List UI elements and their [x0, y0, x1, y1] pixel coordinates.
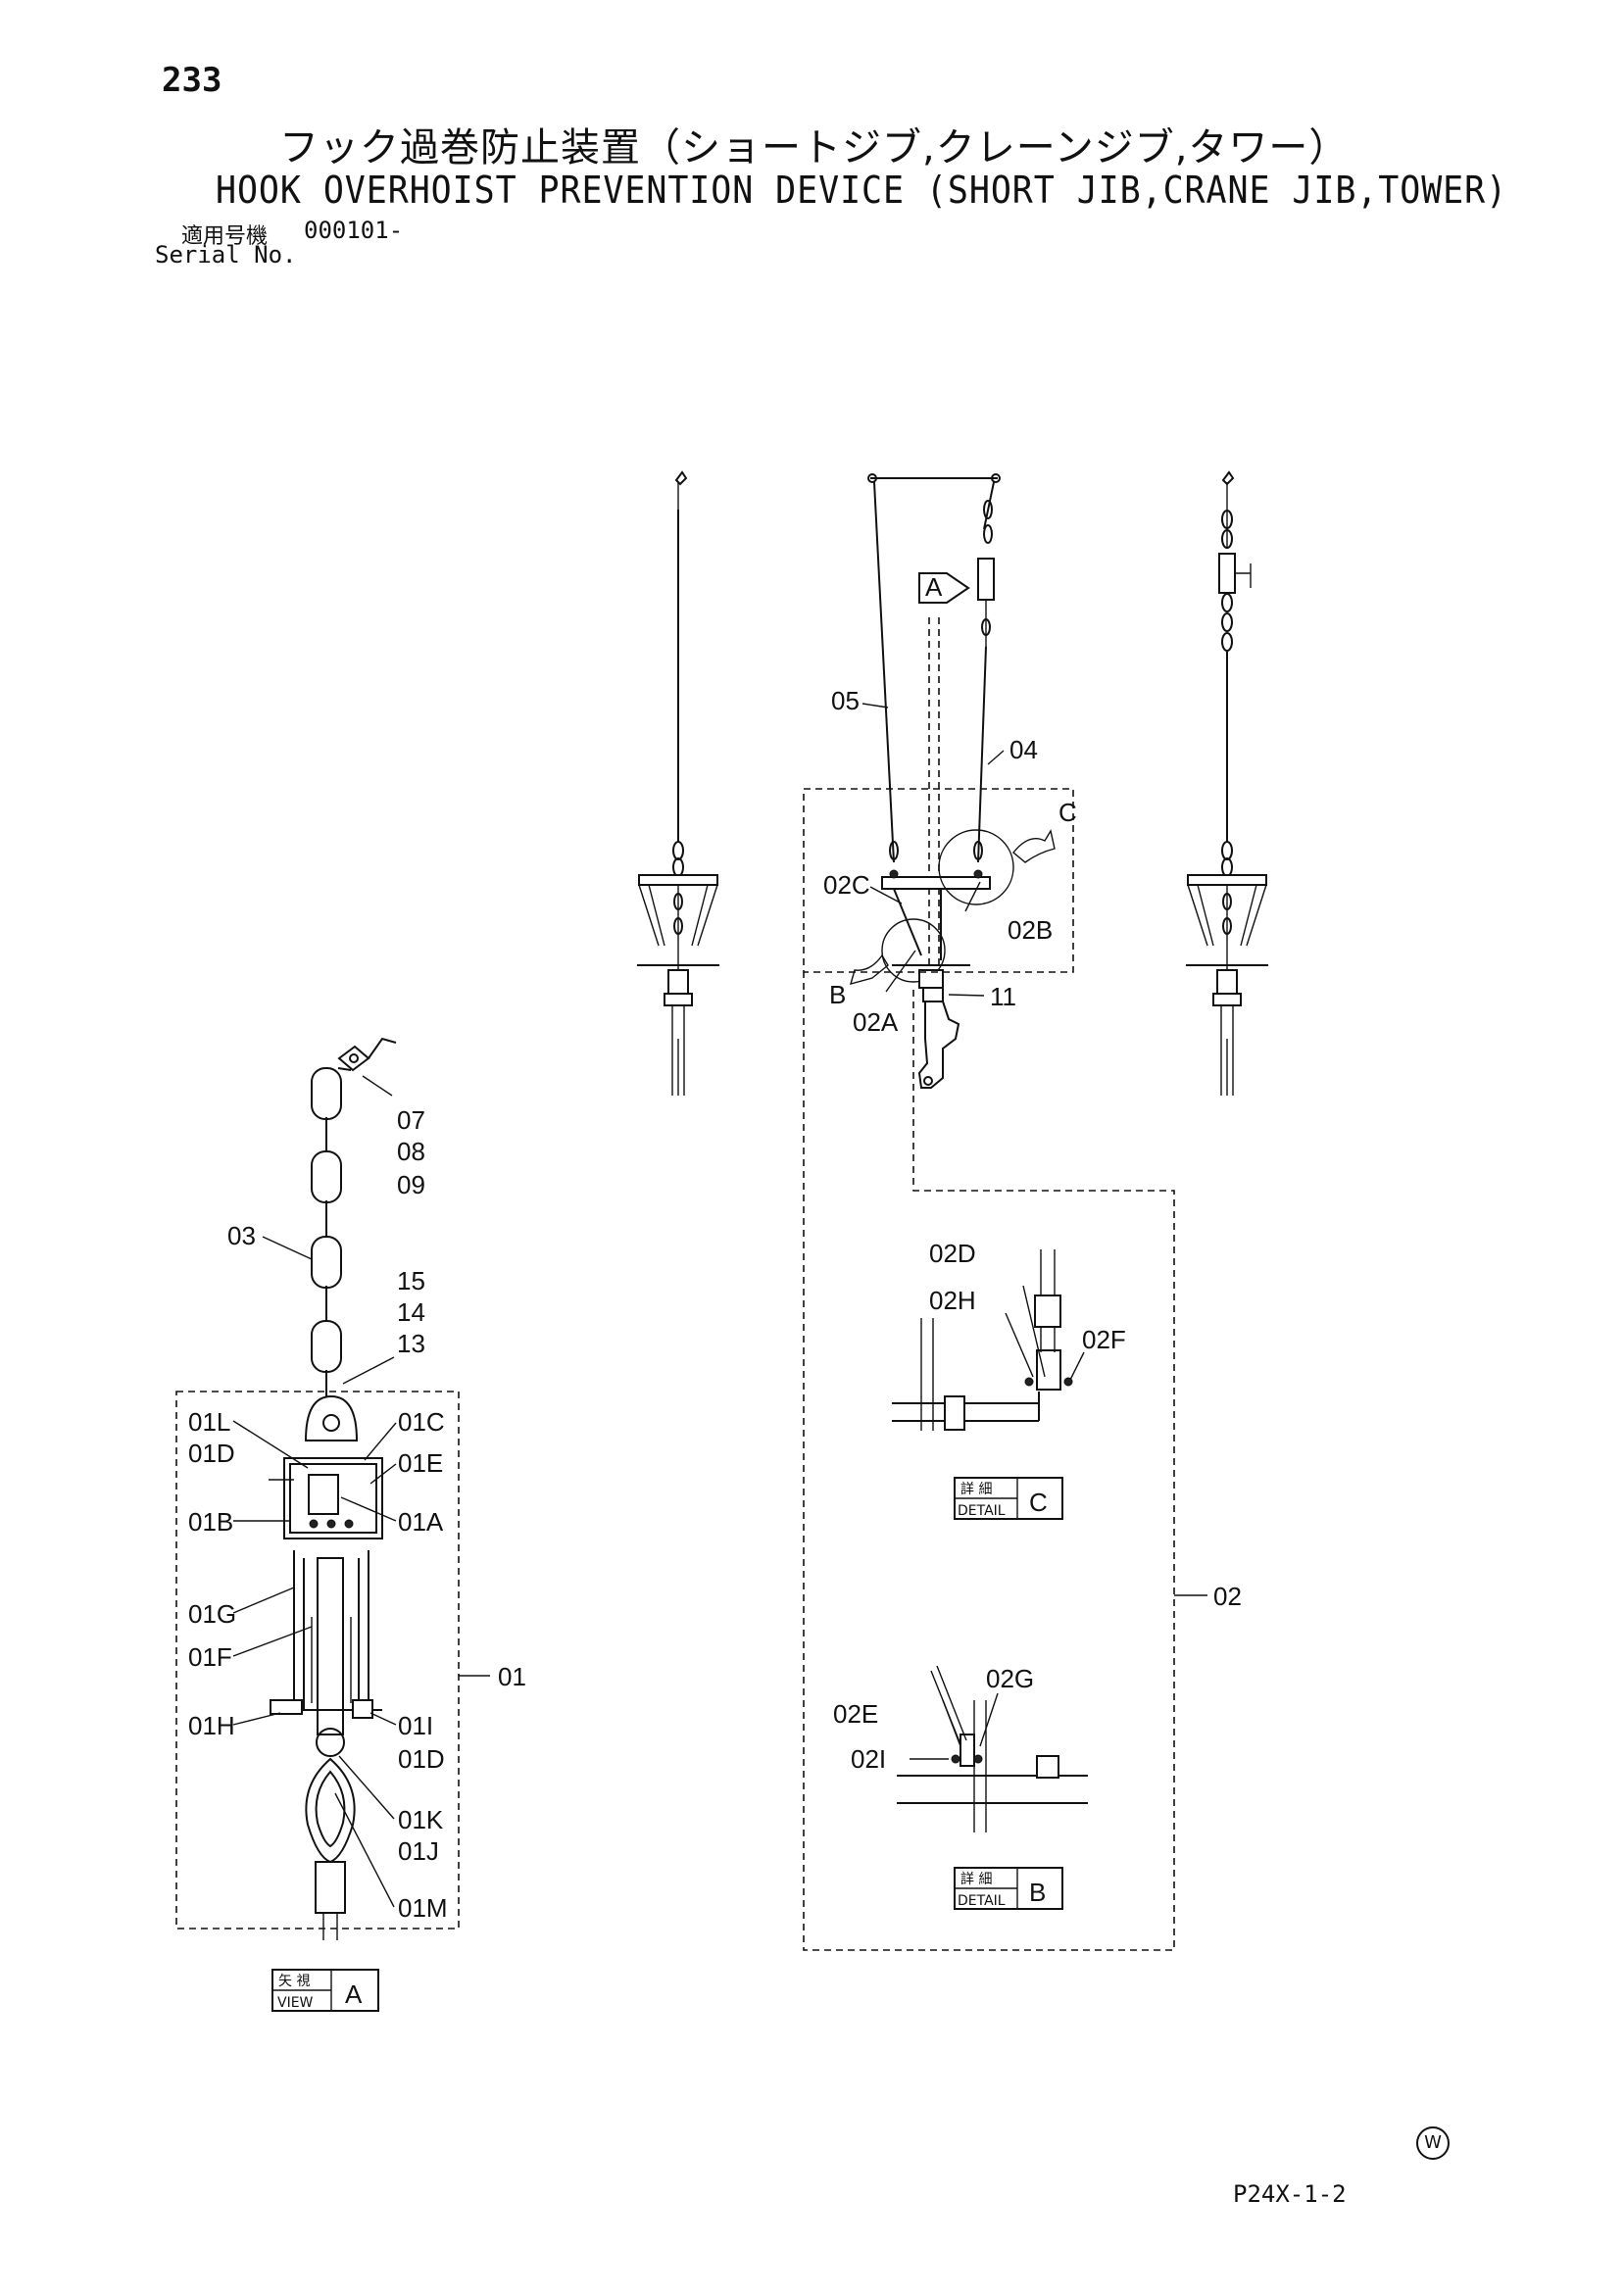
label-04: 04	[1009, 735, 1038, 764]
serial-number-value: 000101-	[304, 217, 404, 244]
view-a-tag-en: VIEW	[277, 1995, 314, 2011]
label-11: 11	[990, 982, 1016, 1011]
detail-b-tag-en: DETAIL	[958, 1893, 1006, 1909]
label-01k: 01K	[398, 1805, 444, 1834]
circled-w-mark: W	[1416, 2126, 1450, 2160]
label-07: 07	[397, 1105, 425, 1135]
view-a-tag: 矢 視 VIEW A	[271, 1969, 379, 2012]
detail-b-tag-letter: B	[1029, 1878, 1046, 1907]
label-01h: 01H	[188, 1711, 235, 1740]
label-01a: 01A	[398, 1507, 444, 1537]
label-02i: 02I	[851, 1744, 886, 1774]
label-01e: 01E	[398, 1448, 443, 1478]
leader-lines	[232, 703, 1005, 1908]
label-05: 05	[831, 686, 860, 715]
label-01b: 01B	[188, 1507, 233, 1537]
label-02d: 02D	[929, 1239, 976, 1268]
label-02: 02	[1213, 1582, 1242, 1611]
title-english: HOOK OVERHOIST PREVENTION DEVICE (SHORT …	[216, 169, 1508, 212]
detail-c-tag-en: DETAIL	[958, 1503, 1006, 1519]
serial-number-label: Serial No.	[155, 241, 297, 269]
view-a-drawing	[175, 1037, 490, 1940]
applicable-model-label: 適用号機	[181, 224, 269, 249]
page-number: 233	[162, 61, 222, 100]
label-01m: 01M	[398, 1893, 448, 1923]
page-code: P24X-1-2	[1233, 2180, 1347, 2208]
detail-c-tag-letter: C	[1029, 1488, 1048, 1517]
label-08: 08	[397, 1137, 425, 1166]
view-a-tag-letter: A	[345, 1979, 363, 2009]
label-13: 13	[397, 1329, 425, 1358]
title-japanese: フック過巻防止装置（ショートジブ,クレーンジブ,タワー）	[279, 125, 1350, 171]
label-02c: 02C	[823, 870, 870, 900]
label-01f: 01F	[188, 1642, 232, 1672]
callout-c-label: C	[1058, 798, 1077, 827]
label-09: 09	[397, 1170, 425, 1199]
label-01i: 01I	[398, 1711, 433, 1740]
label-01j: 01J	[398, 1836, 439, 1866]
part-labels: 05 04 02C 02B 02A 11 A B C 07 08 09 03 1…	[188, 572, 1242, 1923]
side-view-left	[637, 470, 719, 1096]
detail-b-tag-jp: 詳 細	[960, 1872, 992, 1887]
label-01g: 01G	[188, 1599, 236, 1629]
label-01l: 01L	[188, 1407, 230, 1437]
side-view-right	[1186, 470, 1268, 1096]
label-02h: 02H	[929, 1286, 976, 1315]
label-03: 03	[227, 1221, 256, 1250]
label-01d-lower: 01D	[398, 1744, 445, 1774]
label-02a: 02A	[853, 1007, 899, 1037]
label-02b: 02B	[1008, 915, 1053, 945]
detail-b-tag: 詳 細 DETAIL B	[954, 1867, 1063, 1910]
detail-c-tag: 詳 細 DETAIL C	[954, 1477, 1063, 1520]
label-01d-upper: 01D	[188, 1439, 235, 1468]
detail-b-drawing	[897, 1665, 1088, 1832]
label-01c: 01C	[398, 1407, 445, 1437]
detail-c-drawing	[892, 1249, 1085, 1431]
label-01: 01	[498, 1662, 526, 1691]
label-02f: 02F	[1082, 1325, 1126, 1354]
label-02g: 02G	[986, 1664, 1034, 1693]
view-a-tag-jp: 矢 視	[278, 1974, 310, 1989]
label-14: 14	[397, 1297, 425, 1327]
label-02e: 02E	[833, 1699, 878, 1729]
detail-c-tag-jp: 詳 細	[960, 1482, 992, 1497]
label-15: 15	[397, 1266, 425, 1295]
main-view-center	[803, 473, 1207, 1951]
callout-b-label: B	[829, 980, 846, 1009]
view-a-arrow-label: A	[925, 572, 943, 602]
